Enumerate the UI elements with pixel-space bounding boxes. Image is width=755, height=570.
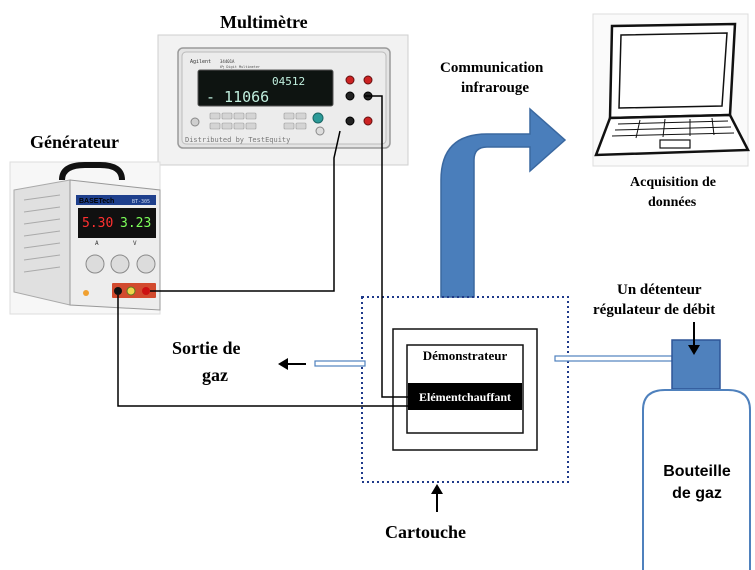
generator-voltage-unit: V — [133, 240, 137, 247]
gas-bottle-label-line2: de gaz — [672, 485, 722, 502]
generator-model: BT-305 — [132, 199, 150, 205]
multimeter-button — [209, 112, 221, 120]
multimeter-button — [295, 122, 307, 130]
generator-voltage-knob — [136, 254, 156, 274]
generator-brand-strip — [76, 195, 156, 205]
cartridge-pointer-arrowhead — [431, 484, 443, 494]
multimeter-button — [295, 112, 307, 120]
multimeter-button — [221, 122, 233, 130]
multimeter-brand: Agilent — [190, 59, 211, 65]
generator-side-panel — [13, 179, 71, 306]
generator-voltage-reading: 3.23 — [120, 216, 151, 231]
acquisition-label-line1: Acquisition de — [630, 175, 716, 190]
heating-element — [408, 383, 522, 410]
regulator-label-line1: Un détenteur — [617, 282, 702, 298]
multimeter-range-button — [315, 126, 325, 136]
vent-line — [23, 242, 61, 249]
multimeter-button — [233, 122, 245, 130]
generator-handle — [59, 162, 125, 181]
generator-fine-knob — [110, 254, 130, 274]
multimeter-button — [245, 122, 257, 130]
generator-terminal-red — [142, 287, 150, 295]
multimeter-label: Multimètre — [220, 12, 308, 32]
multimeter-button — [245, 112, 257, 120]
gas-bottle — [642, 389, 751, 570]
gas-outlet-label-line2: gaz — [202, 365, 228, 385]
multimeter-terminal-red — [363, 116, 373, 126]
multimeter-button — [221, 112, 233, 120]
wire-generator-to-multimeter — [150, 130, 341, 292]
laptop-touchpad — [659, 139, 691, 149]
generator-current-knob — [85, 254, 105, 274]
gas-outlet-arrowhead — [278, 358, 288, 370]
generator-brand: BASETech — [79, 198, 114, 205]
keyboard-row — [617, 120, 729, 125]
vent-line — [23, 206, 61, 213]
gas-inlet-pipe — [554, 355, 673, 362]
multimeter-terminal-black — [345, 116, 355, 126]
demonstrator-label: Démonstrateur — [423, 348, 508, 363]
wire-generator-to-heating-element — [117, 295, 408, 407]
wire-multimeter-to-heating-element — [365, 95, 408, 398]
multimeter-button — [283, 112, 295, 120]
generator-current-reading: 5.30 — [82, 216, 113, 231]
generator-power-led — [83, 290, 89, 296]
vent-line — [23, 266, 61, 273]
vent-line — [23, 230, 61, 237]
keyboard-divider — [635, 119, 641, 139]
laptop-icon — [592, 13, 751, 167]
multimeter-button — [209, 122, 221, 130]
laptop-keyboard — [611, 117, 735, 139]
generator-label: Générateur — [30, 132, 119, 152]
gas-bottle-label-line1: Bouteille — [663, 463, 731, 480]
multimeter-terminal-black — [345, 91, 355, 101]
cartridge-label: Cartouche — [385, 522, 466, 542]
communication-label-line2: infrarouge — [461, 80, 529, 96]
heating-element-label: Elémentchauffant — [419, 390, 511, 404]
multimeter-display — [197, 69, 334, 107]
gas-outlet-pipe — [314, 360, 366, 367]
multimeter-terminal-red — [345, 75, 355, 85]
multimeter-button — [233, 112, 245, 120]
vent-line — [23, 194, 61, 201]
multimeter-model: 34401A — [220, 59, 235, 64]
generator-current-unit: A — [95, 240, 99, 247]
generator-display — [78, 208, 156, 238]
multimeter-terminal-red — [363, 75, 373, 85]
multimeter-button — [283, 122, 295, 130]
multimeter-power-button — [190, 117, 200, 127]
multimeter-subtitle: 6½ Digit Multimeter — [220, 65, 260, 69]
multimeter-secondary-reading: 04512 — [272, 75, 305, 88]
vent-line — [23, 218, 61, 225]
generator-vents — [23, 194, 61, 273]
multimeter-main-reading: - 11066 — [206, 88, 269, 106]
regulator-pointer-arrowhead — [688, 345, 700, 355]
multimeter-buttons — [209, 112, 307, 130]
wiring — [117, 95, 408, 407]
keyboard-divider — [662, 118, 666, 138]
keyboard-divider — [711, 117, 715, 136]
generator-terminal-ground — [126, 286, 136, 296]
communication-label-line1: Communication — [440, 60, 544, 76]
vent-line — [23, 254, 61, 261]
keyboard-row — [614, 126, 732, 131]
infrared-communication-arrow — [440, 107, 567, 298]
laptop-screen — [618, 32, 728, 109]
multimeter-device: Agilent 34401A 6½ Digit Multimeter 04512… — [157, 34, 409, 166]
multimeter-shift-button — [312, 112, 324, 124]
acquisition-label-line2: données — [648, 195, 697, 210]
generator-device: BASETech BT-305 5.30 3.23 A V — [9, 161, 161, 315]
regulator-label-line2: régulateur de débit — [593, 302, 715, 318]
gas-outlet-label-line1: Sortie de — [172, 338, 240, 358]
generator-terminal-black — [114, 287, 122, 295]
multimeter-distributor: Distributed by TestEquity — [185, 136, 290, 144]
